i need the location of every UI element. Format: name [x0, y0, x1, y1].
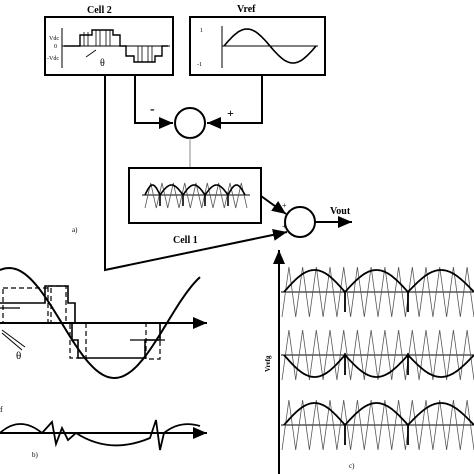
panel-label-b: b) [32, 451, 39, 459]
panel-b-theta: θ [16, 350, 21, 362]
panel-c-signal [283, 269, 474, 312]
cell1-label: Cell 1 [173, 235, 198, 246]
small-plus-a: + [282, 201, 287, 210]
vref-sine [223, 28, 317, 64]
cell1-box: Cell 1 [128, 167, 262, 246]
cell2-box: Cell 2 Vdc 0 -Vdc θ [44, 5, 174, 76]
vref-tick-pos: 1 [200, 28, 203, 34]
cell1-carrier-triangle [144, 182, 248, 209]
vref-label: Vref [237, 4, 256, 15]
cell2-theta: θ [100, 58, 105, 69]
summing-junction-output: Vout + + [104, 75, 352, 272]
panel-b-sine [0, 266, 201, 380]
vref-tick-neg: -1 [197, 62, 202, 68]
summing-junction-top: - + [134, 75, 263, 168]
cell1-modulated-signal [144, 184, 246, 206]
plus-sign: + [227, 106, 234, 120]
cell2-label: Cell 2 [87, 5, 112, 16]
vout-label: Vout [330, 206, 351, 217]
vref-box: Vref 1 -1 [189, 4, 326, 76]
panel-c-signal [283, 402, 474, 445]
cell2-tick-vdc: Vdc [49, 36, 59, 42]
minus-sign: - [150, 102, 155, 117]
panel-b-plot: θ [0, 266, 207, 380]
panel-c-signal [283, 352, 474, 378]
panel-label-c: c) [349, 462, 355, 470]
panel-c-plot: Vrefg c) [264, 250, 474, 474]
cell2-staircase-wave [64, 29, 168, 63]
panel-b-lower-signal [0, 419, 201, 451]
panel-label-a-top: a) [72, 226, 78, 234]
cell2-tick-minus-vdc: -Vdc [47, 56, 59, 62]
panel-c-carrier-triangle [281, 266, 474, 318]
panel-b-lower-plot: b) f [0, 405, 207, 459]
small-plus-b: + [282, 222, 287, 231]
panel-c-carrier-triangle [281, 399, 474, 451]
cut-left-label: f [0, 405, 3, 414]
panel-c-carrier-triangle [281, 329, 474, 381]
cell2-tick-zero: 0 [54, 44, 57, 50]
panel-c-vertical-label: Vrefg [264, 355, 272, 372]
